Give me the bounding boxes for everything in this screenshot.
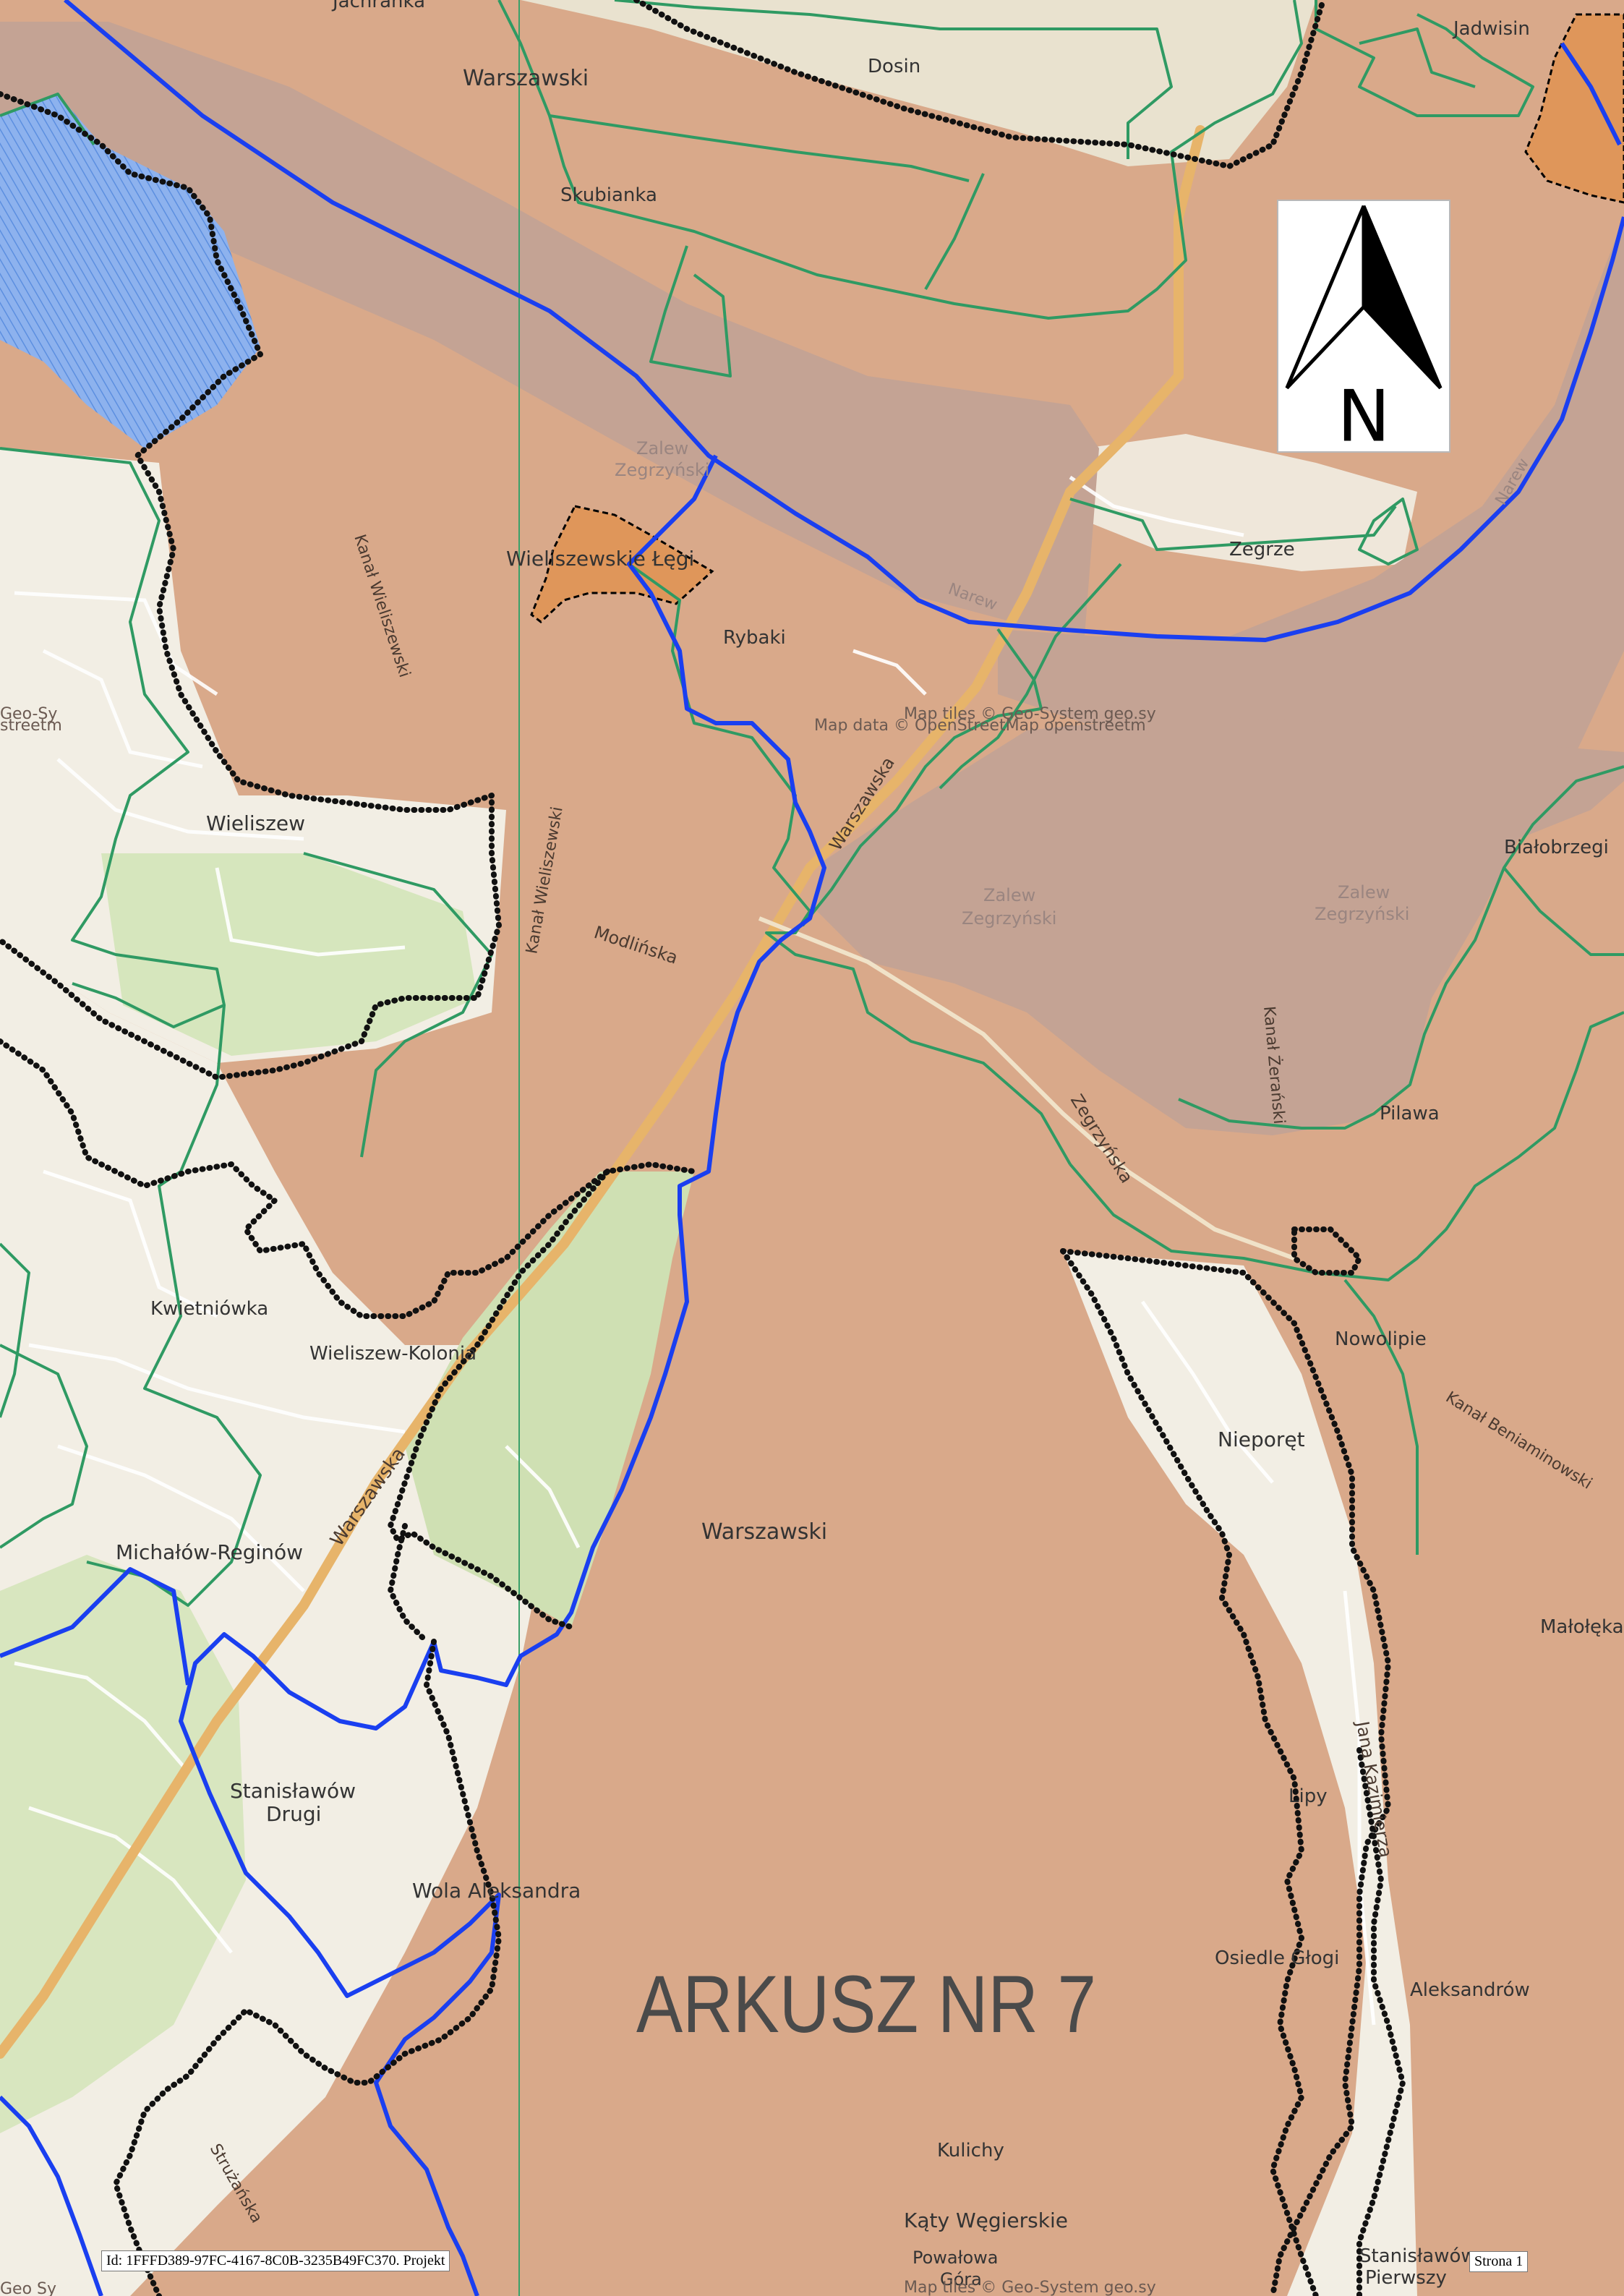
label-zalew-c2: Zegrzyński bbox=[1315, 904, 1409, 924]
label-stanislawow-drugi-1: Stanisławów bbox=[230, 1779, 356, 1803]
label-osiedle-glogi: Osiedle Głogi bbox=[1215, 1947, 1339, 1969]
urban-land-nieporet bbox=[1063, 1251, 1417, 2296]
credit-data-1: Map data © OpenStreetMap openstreetm bbox=[814, 717, 1146, 735]
zalew-zegrzynski-channel bbox=[998, 629, 1229, 723]
label-jadwisin: Jadwisin bbox=[1452, 18, 1530, 40]
north-letter: N bbox=[1337, 375, 1390, 451]
label-stanislawow-pierwszy-1: Stanisławów bbox=[1359, 2245, 1476, 2267]
orange-patch-jadwisin bbox=[1524, 13, 1624, 204]
label-rybaki: Rybaki bbox=[723, 627, 786, 649]
place-labels: Jachranka Warszawski Dosin Jadwisin Skub… bbox=[116, 0, 1624, 2289]
footer-document-id: Id: 1FFFD389-97FC-4167-8C0B-3235B49FC370… bbox=[101, 2250, 450, 2271]
label-zalew-b1: Zalew bbox=[983, 885, 1035, 905]
label-bialobrzegi: Białobrzegi bbox=[1504, 837, 1609, 858]
narew-river-north bbox=[0, 22, 1099, 636]
label-zalew-b2: Zegrzyński bbox=[962, 908, 1056, 929]
label-powalowa-2: Góra bbox=[940, 2269, 982, 2289]
road-zegrzynska bbox=[758, 916, 1296, 1260]
sheet-title: ARKUSZ NR 7 bbox=[636, 1959, 1096, 2049]
label-michalow-reginow: Michałów-Reginów bbox=[116, 1540, 303, 1564]
footer-page-number: Strona 1 bbox=[1469, 2251, 1529, 2272]
label-warszawski-center: Warszawski bbox=[701, 1519, 827, 1545]
label-stanislawow-drugi-2: Drugi bbox=[266, 1802, 321, 1826]
credit-left-3: Geo Sy bbox=[0, 2280, 56, 2296]
street-network bbox=[14, 475, 1376, 2026]
label-powalowa-1: Powałowa bbox=[913, 2248, 998, 2268]
dotted-boundaries bbox=[0, 0, 1406, 2296]
blue-hatched-area bbox=[0, 94, 260, 448]
road-warszawska bbox=[0, 125, 1205, 2059]
label-lipy: Lipy bbox=[1288, 1785, 1328, 1807]
north-arrow-icon: N bbox=[1285, 205, 1443, 458]
label-malolecka: Małołęka bbox=[1540, 1616, 1624, 1638]
label-katy-wegierskie: Kąty Węgierskie bbox=[904, 2208, 1068, 2232]
map-credits: Map tiles © Geo-System geo.sy Map data ©… bbox=[0, 705, 1156, 2296]
label-nowolipie: Nowolipie bbox=[1335, 1328, 1427, 1350]
credit-left-1: Geo-Sy bbox=[0, 705, 57, 723]
label-jachranka: Jachranka bbox=[331, 0, 425, 12]
label-zalew-a2: Zegrzyński bbox=[615, 460, 709, 480]
label-wieliszewskie-legi: Wieliszewskie Łęgi bbox=[506, 547, 694, 571]
label-dosin: Dosin bbox=[868, 56, 920, 77]
label-nieporet: Nieporęt bbox=[1218, 1427, 1305, 1451]
narew-river-east bbox=[1215, 217, 1624, 795]
label-kwietniowka: Kwietniówka bbox=[150, 1298, 268, 1320]
label-skubianka: Skubianka bbox=[560, 184, 657, 206]
label-warszawski-top: Warszawski bbox=[463, 66, 589, 91]
label-wieliszew: Wieliszew bbox=[206, 811, 305, 835]
label-wola-aleksandra: Wola Aleksandra bbox=[412, 1879, 581, 1903]
label-zalew-c1: Zalew bbox=[1338, 882, 1390, 902]
label-aleksandrow: Aleksandrów bbox=[1410, 1979, 1530, 2001]
label-pilawa: Pilawa bbox=[1380, 1103, 1440, 1124]
label-wieliszew-kolonia: Wieliszew-Kolonia bbox=[309, 1343, 476, 1365]
label-zalew-a1: Zalew bbox=[636, 438, 688, 458]
zalew-zegrzynski bbox=[817, 716, 1624, 1135]
credit-left-2: streetm bbox=[0, 717, 62, 735]
label-kulichy: Kulichy bbox=[937, 2140, 1004, 2161]
label-stanislawow-pierwszy-2: Pierwszy bbox=[1365, 2267, 1447, 2289]
label-zegrze: Zegrze bbox=[1229, 539, 1295, 560]
forest-patch-wieliszew-kolonia bbox=[405, 1172, 694, 1627]
north-arrow: N bbox=[1277, 200, 1450, 458]
credit-tiles-2: Map tiles © Geo-System geo.sy bbox=[904, 2279, 1156, 2296]
orange-patch-wieliszewskie-legi bbox=[530, 505, 714, 623]
credit-tiles-1: Map tiles © Geo-System geo.sy bbox=[904, 705, 1156, 723]
